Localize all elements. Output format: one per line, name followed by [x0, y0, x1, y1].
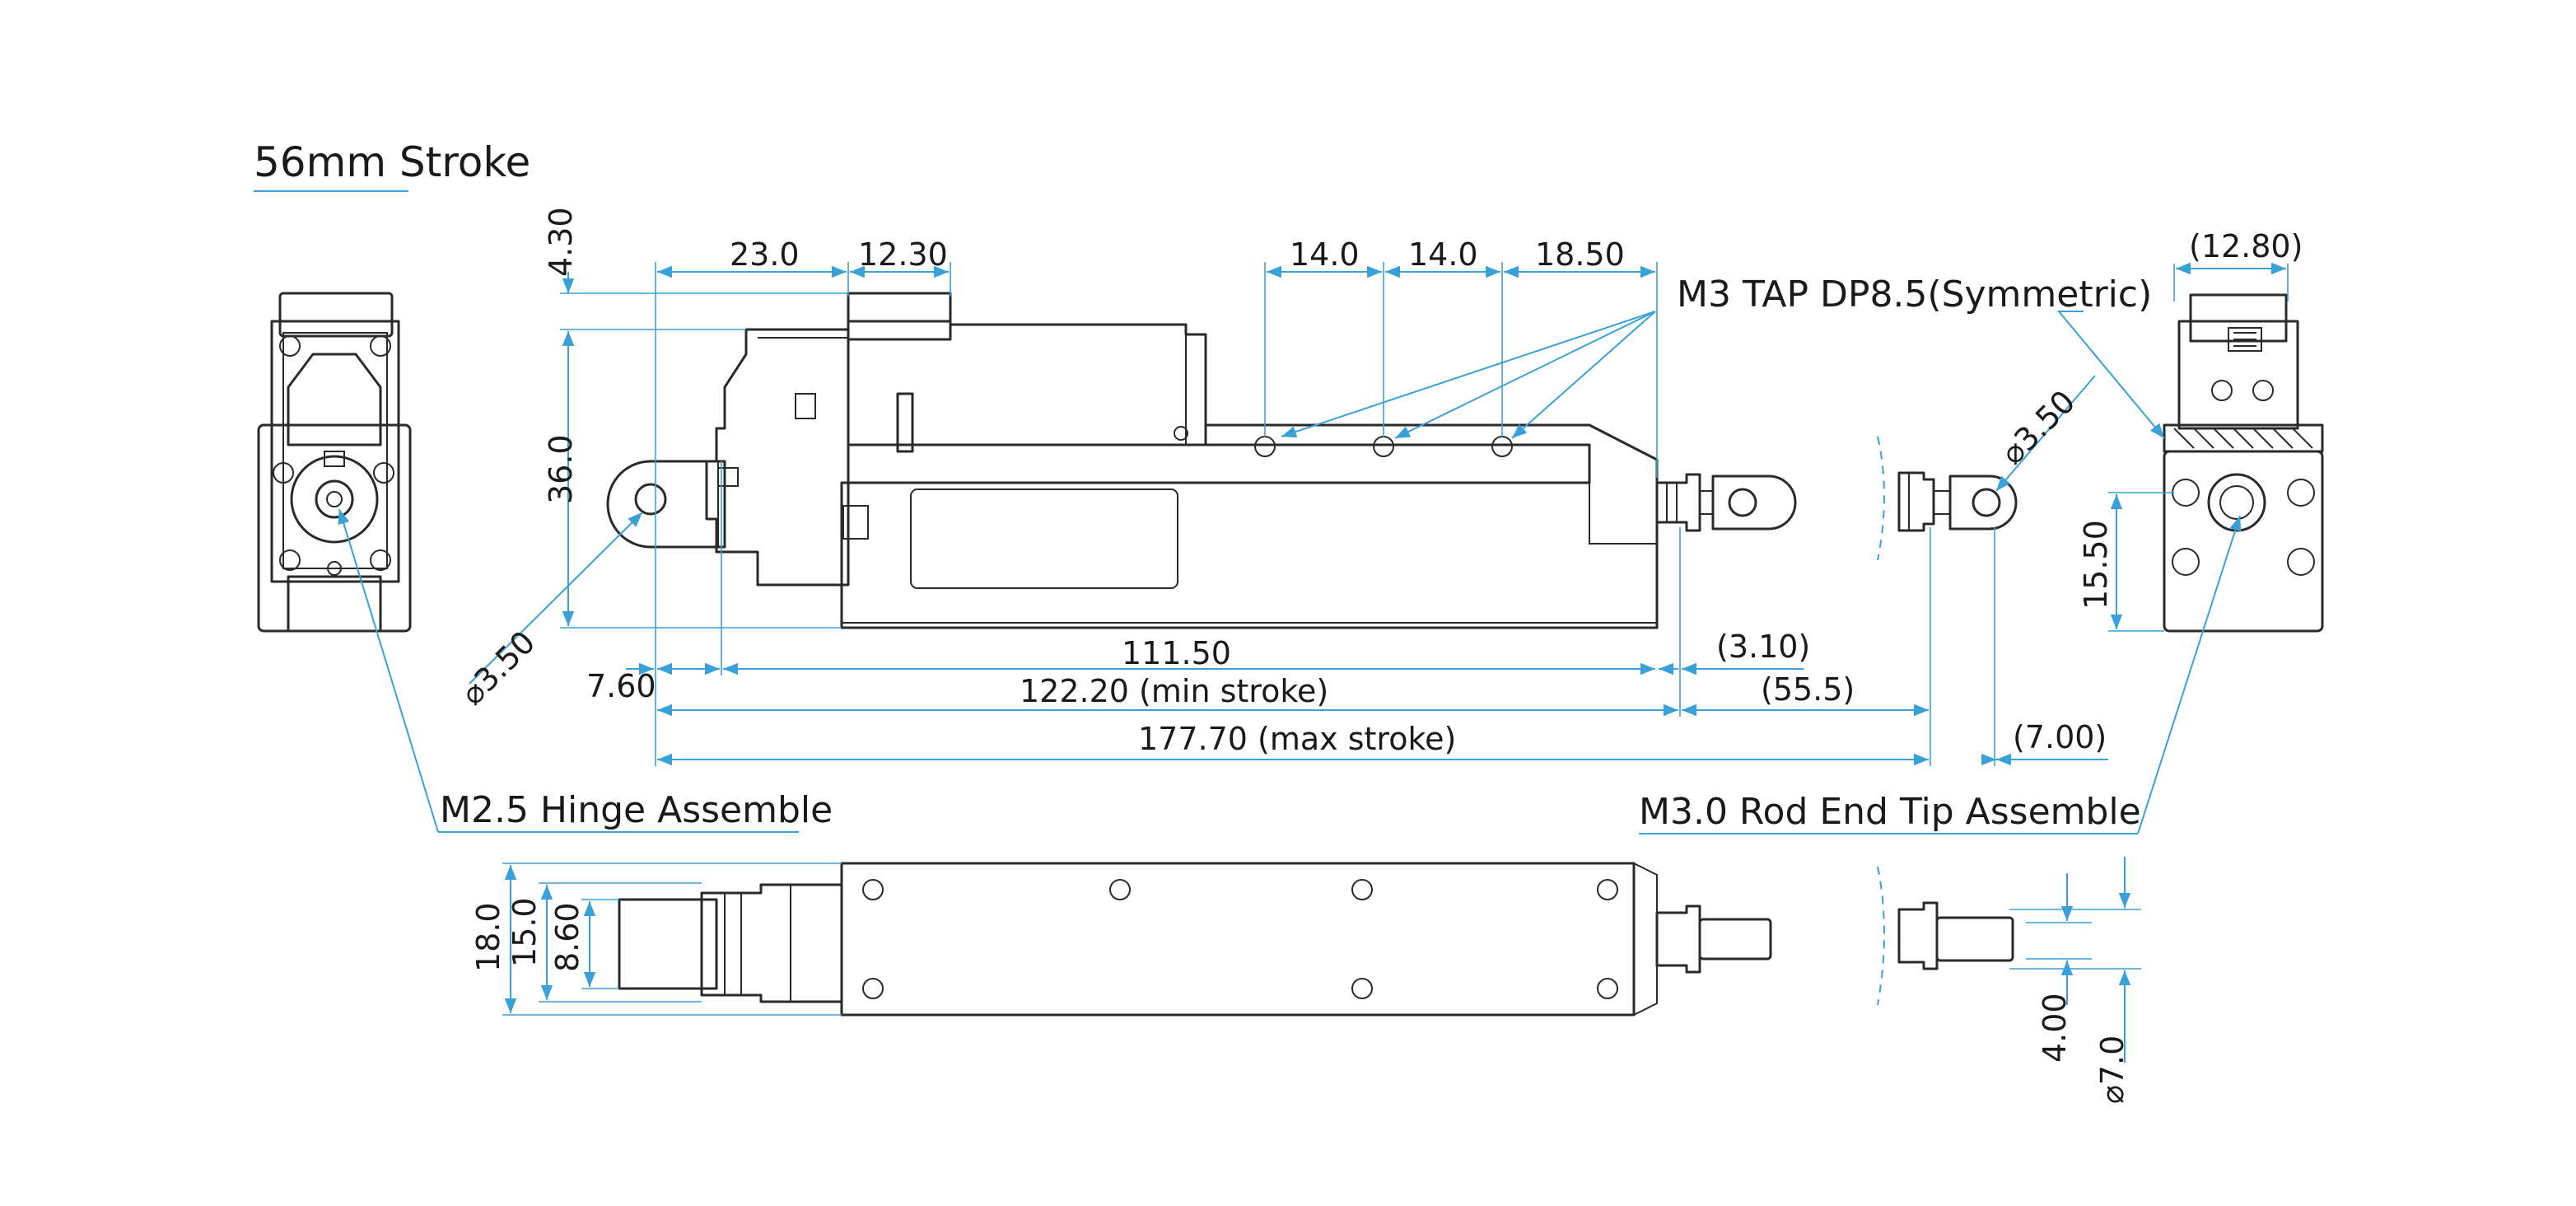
screw-icon — [2287, 548, 2315, 576]
dim-dia-7-0: ⌀7.0 — [2094, 1035, 2130, 1104]
hinge-inner-ring — [315, 479, 354, 519]
screw-icon — [2172, 479, 2200, 507]
dim-15-0: 15.0 — [506, 897, 543, 967]
rod-end-inner — [2219, 485, 2254, 520]
dim-3-10: (3.10) — [1716, 629, 1810, 665]
right-end-view — [2163, 293, 2324, 633]
tap-hole — [1254, 436, 1276, 457]
dim-8-60: 8.60 — [549, 902, 586, 972]
dim-dia-3-50-left: ⌀3.50 — [454, 624, 542, 712]
rod-end-partial-view — [1877, 436, 2018, 561]
tap-hole — [1491, 436, 1513, 457]
hinge-outer-ring — [290, 455, 379, 544]
callouts: M3 TAP DP8.5(Symmetric) M2.5 Hinge Assem… — [440, 273, 2152, 833]
screw-icon — [1351, 978, 1373, 999]
dim-111-50: 111.50 — [1122, 635, 1231, 671]
dimension-lines — [338, 262, 2289, 1063]
dim-18-50: 18.50 — [1535, 236, 1625, 273]
callout-hinge: M2.5 Hinge Assemble — [440, 789, 833, 831]
screw-icon — [373, 462, 394, 484]
dim-14-0-b: 14.0 — [1408, 236, 1478, 273]
dim-15-50: 15.50 — [2078, 520, 2114, 610]
main-side-view — [606, 292, 1797, 629]
screw-icon — [1109, 879, 1131, 900]
dim-122-20: 122.20 (min stroke) — [1020, 673, 1328, 709]
page-title: 56mm Stroke — [254, 138, 530, 186]
dim-14-0-a: 14.0 — [1290, 236, 1360, 273]
bottom-top-view — [618, 862, 2014, 1017]
dim-4-30: 4.30 — [543, 207, 579, 277]
dim-dia-3-50-right: ⌀3.50 — [1994, 383, 2082, 471]
hinge-hole-side — [634, 483, 667, 516]
left-end-view — [257, 292, 412, 633]
callout-tap: M3 TAP DP8.5(Symmetric) — [1677, 273, 2152, 316]
screw-icon — [273, 462, 294, 484]
dim-7-00: (7.00) — [2013, 719, 2107, 755]
dimension-labels: 4.30 23.0 12.30 14.0 14.0 18.50 (12.80) … — [454, 207, 2303, 1104]
dim-7-60: 7.60 — [586, 668, 656, 704]
screw-icon — [279, 549, 301, 571]
screw-icon — [2172, 548, 2200, 576]
screw-icon — [370, 549, 391, 571]
dim-177-70: 177.70 (max stroke) — [1138, 721, 1456, 757]
screw-icon — [1597, 879, 1618, 900]
screw-icon — [279, 335, 301, 357]
screw-icon — [1351, 879, 1373, 900]
label-plate — [910, 488, 1178, 589]
dim-23-0: 23.0 — [730, 236, 800, 273]
dim-12-30: 12.30 — [858, 236, 948, 273]
rod-end-outer — [2207, 473, 2266, 532]
screw-icon — [370, 335, 391, 357]
dim-18-0: 18.0 — [470, 902, 506, 972]
dim-36-0: 36.0 — [543, 434, 579, 504]
callout-rod-end: M3.0 Rod End Tip Assemble — [1639, 791, 2141, 833]
hinge-hole — [326, 491, 343, 507]
screw-icon — [1597, 978, 1618, 999]
screw-icon — [2287, 479, 2315, 507]
screw-icon — [862, 978, 884, 999]
tap-hole — [1373, 436, 1394, 457]
screw-icon — [862, 879, 884, 900]
dim-55-5: (55.5) — [1761, 671, 1855, 708]
dim-4-00: 4.00 — [2037, 993, 2073, 1063]
dim-12-80: (12.80) — [2189, 228, 2303, 264]
